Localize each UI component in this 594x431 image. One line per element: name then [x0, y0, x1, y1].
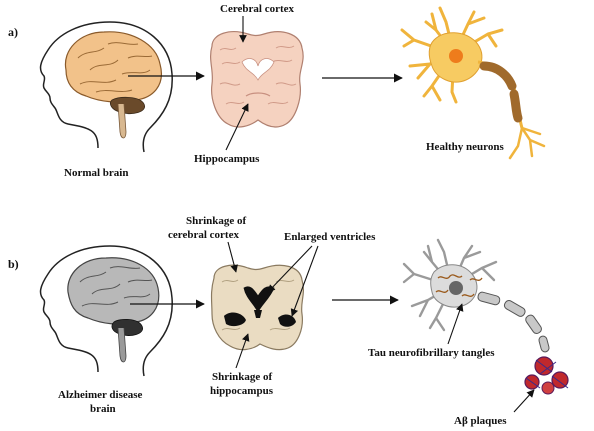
- diseased-neuron-illustration: [402, 238, 569, 395]
- normal-brain-illustration: [64, 31, 162, 139]
- shrinkage-hippocampus-label-line2: hippocampus: [210, 385, 274, 397]
- arrow-shrinkage-cortex: [227, 241, 238, 273]
- alzheimer-brain-label-line1: Alzheimer disease: [58, 389, 143, 401]
- arrow-shrinkage-hippocampus: [235, 333, 250, 369]
- panel-a-label: a): [8, 25, 18, 39]
- shrinkage-cortex-label-line1: Shrinkage of: [186, 215, 247, 227]
- arrow-enlarged-ventricles-1: [267, 245, 313, 293]
- arrow-tau-tangles: [447, 303, 464, 345]
- alzheimer-brain-illustration: [67, 257, 160, 363]
- ab-plaques-label: Aβ plaques: [454, 415, 507, 427]
- alzheimer-brain-label-line2: brain: [90, 403, 116, 415]
- hippocampus-label: Hippocampus: [194, 153, 260, 165]
- arrow-hippocampus: [225, 103, 249, 151]
- arrow-enlarged-ventricles-2: [290, 245, 319, 317]
- healthy-neuron-illustration: [400, 6, 546, 160]
- cerebral-cortex-label: Cerebral cortex: [220, 3, 295, 15]
- shrinkage-cortex-label-line2: cerebral cortex: [168, 229, 239, 241]
- normal-coronal-slice: [209, 31, 304, 128]
- amyloid-plaques: [524, 356, 569, 395]
- alzheimer-head-silhouette: [39, 245, 173, 377]
- alzheimer-coronal-slice: [210, 264, 305, 351]
- panel-b-label: b): [8, 257, 19, 271]
- enlarged-ventricles-label: Enlarged ventricles: [284, 231, 376, 243]
- shrinkage-hippocampus-label-line1: Shrinkage of: [212, 371, 273, 383]
- tau-tangles-label: Tau neurofibrillary tangles: [368, 347, 495, 359]
- normal-head-silhouette: [39, 21, 173, 153]
- healthy-neurons-label: Healthy neurons: [426, 141, 504, 153]
- normal-brain-label: Normal brain: [64, 167, 128, 179]
- arrow-ab-plaques: [513, 389, 535, 413]
